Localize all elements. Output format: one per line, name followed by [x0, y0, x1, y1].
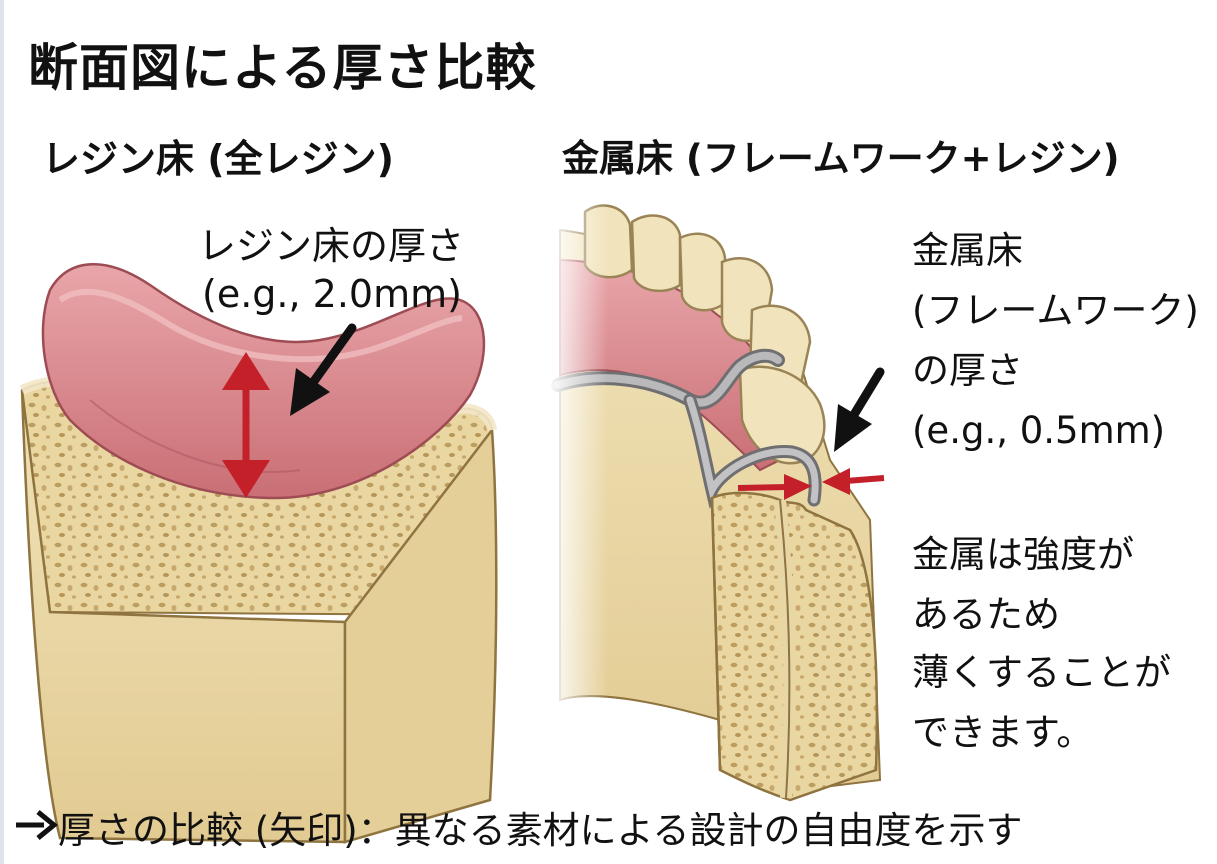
metal-base-heading: 金属床 (フレームワーク+レジン): [562, 137, 1120, 180]
metal-framework: [551, 348, 822, 509]
page-edge: [0, 0, 4, 864]
resin-base-heading: レジン床 (全レジン): [42, 137, 394, 181]
metal-strength-note-line: できます。: [912, 711, 1094, 754]
metal-strength-note-line: 薄くすることが: [912, 651, 1171, 694]
metal-pointer-arrow: [834, 367, 885, 452]
right-jaw: [548, 200, 882, 820]
resin-pointer-arrow: [290, 323, 357, 416]
metal-thickness-example: (e.g., 0.5mm): [912, 409, 1166, 452]
resin-thickness-label: レジン床の厚さ: [198, 224, 465, 268]
resin-thickness-example: (e.g., 2.0mm): [202, 272, 462, 316]
metal-strength-note-line: あるため: [912, 593, 1060, 636]
metal-thickness-label-line: (フレームワーク): [912, 289, 1199, 332]
footer-caption: 厚さの比較 (矢印)：異なる素材による設計の自由度を示す: [58, 809, 1023, 852]
resin-thickness-arrow: [222, 352, 270, 498]
metal-thickness-label-line: の厚さ: [912, 349, 1023, 392]
teeth: [583, 204, 826, 465]
right-arrow-icon: [16, 810, 58, 840]
metal-strength-note-line: 金属は強度が: [912, 533, 1134, 576]
metal-thickness-label-line: 金属床: [912, 229, 1023, 272]
page-title: 断面図による厚さ比較: [28, 39, 537, 97]
metal-thickness-arrows: [737, 468, 885, 500]
